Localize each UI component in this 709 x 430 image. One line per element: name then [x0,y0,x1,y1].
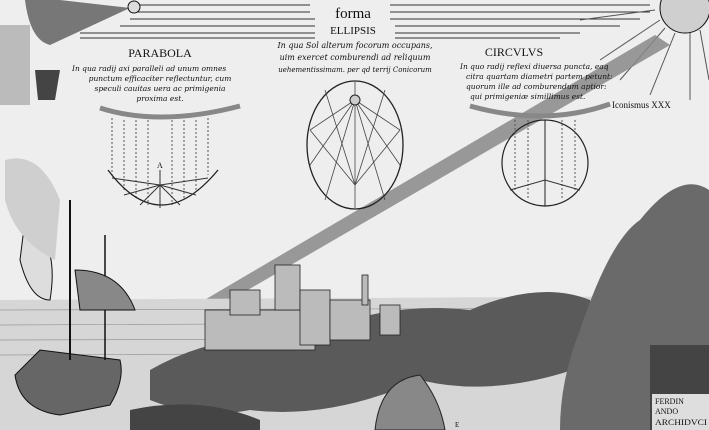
ellipsis-text-2: uim exercet comburendi ad reliquum [280,53,431,62]
inscription-block [650,345,709,430]
ship [5,158,136,416]
ellipsis-text-1: In qua Sol alterum focorum occupans, [276,41,432,50]
ellipsis-title: ELLIPSIS [330,25,376,37]
parabola-text-2: punctum efficaciter reflectuntur, cum [89,74,232,83]
mirror-top-left [0,0,141,105]
ellipsis-text-3: uehementissimam. per qd terrij Conicorum [278,66,432,74]
circulus-text-1: In quo radij reflexi diuersa puncta, eaq [459,62,609,71]
plate-number: Iconismus XXX [612,100,671,110]
forma-label: forma [335,6,371,22]
circle-diagram [469,101,611,207]
city [204,264,401,351]
bottom-label-e: E [455,421,459,429]
parabola-text-4: proxima est. [136,94,183,103]
parabola-title: PARABOLA [128,46,192,60]
inscription-line-1: FERDIN [655,397,684,406]
circulus-text-2: citra quartam diametri partem petunt: [466,72,613,81]
landscape [0,184,709,430]
parabola-diagram [99,103,241,208]
parabola-text-3: speculi cauitas uera ac primigenia [95,84,226,93]
inscription-line-3: ARCHIDVCI [655,418,707,427]
top-sky-lines [80,4,650,39]
focus-label-a: A [157,161,163,170]
circulus-text-4: qui primigeniæ simillimus est. [470,92,585,101]
circulus-text-3: quorum ille ad comburendum aptior: [466,82,607,91]
parabola-text-1: In qua radij axi paralleli ad unum omnes [71,64,226,73]
inscription-line-2: ANDO [655,407,678,416]
circulus-title: CIRCVLVS [485,45,543,59]
ellipse-diagram [306,80,404,210]
